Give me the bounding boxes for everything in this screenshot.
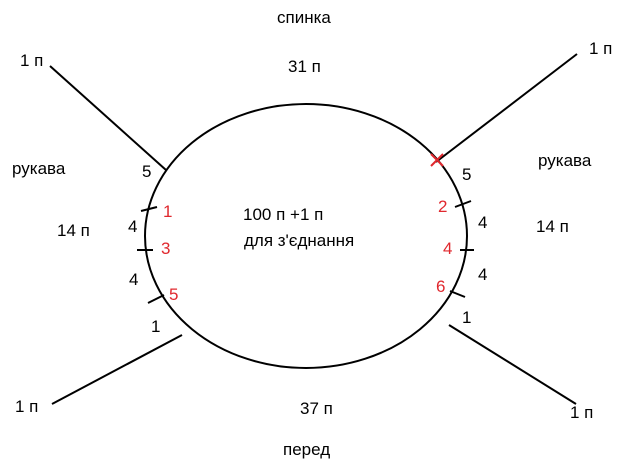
front-label: перед — [283, 440, 331, 459]
right-count-label: 1 — [462, 308, 472, 327]
sleeve-right-stitches-label: 14 п — [536, 217, 569, 236]
center-total-label: 100 п +1 п — [243, 205, 324, 224]
right-count-label: 4 — [478, 265, 488, 284]
left-marker-label: 3 — [161, 239, 171, 258]
right-marker-label: 2 — [438, 197, 448, 216]
corner-bottom-right-label: 1 п — [570, 403, 594, 422]
back-label: спинка — [277, 8, 331, 27]
right-count-label: 4 — [478, 213, 488, 232]
left-count-label: 1 — [151, 317, 161, 336]
tick-mark-right-1 — [454, 200, 472, 208]
sleeve-left-stitches-label: 14 п — [57, 221, 90, 240]
tick-mark-left-3 — [147, 294, 165, 304]
left-count-label: 4 — [129, 270, 139, 289]
raglan-line-top-right — [435, 53, 578, 163]
front-stitches-label: 37 п — [300, 399, 333, 418]
left-marker-label: 5 — [169, 285, 179, 304]
left-marker-label: 1 — [163, 202, 173, 221]
left-count-label: 4 — [128, 217, 138, 236]
left-count-label: 5 — [142, 162, 152, 181]
corner-top-right-label: 1 п — [589, 39, 613, 58]
back-stitches-label: 31 п — [288, 57, 321, 76]
right-count-label: 5 — [462, 165, 472, 184]
right-marker-label: 6 — [436, 277, 446, 296]
raglan-line-bottom-left — [51, 334, 183, 405]
tick-mark-left-1 — [140, 206, 158, 212]
right-marker-label: 4 — [443, 239, 453, 258]
sleeve-right-label: рукава — [538, 151, 592, 170]
corner-top-left-label: 1 п — [20, 51, 44, 70]
raglan-line-top-left — [49, 65, 167, 171]
center-join-label: для з'єднання — [244, 231, 355, 250]
start-cross-icon — [430, 153, 444, 167]
raglan-line-bottom-right — [448, 324, 577, 405]
tick-mark-right-3 — [449, 290, 466, 298]
yoke-ellipse — [144, 103, 468, 369]
corner-bottom-left-label: 1 п — [15, 397, 39, 416]
sleeve-left-label: рукава — [12, 159, 66, 178]
